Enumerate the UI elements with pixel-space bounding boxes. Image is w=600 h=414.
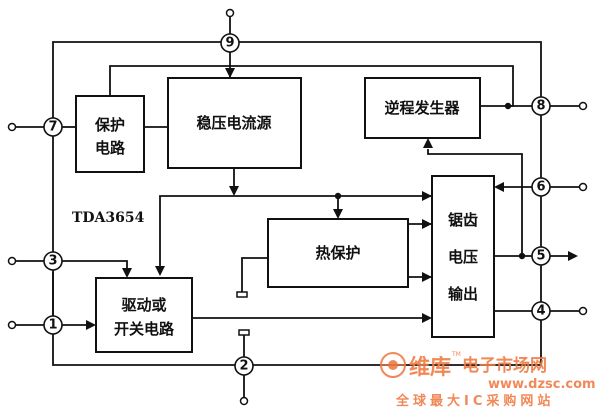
arrow-thermal-b	[422, 272, 432, 282]
pin3-terminal	[7, 256, 17, 266]
watermark-tm: TM	[451, 351, 461, 358]
sawtooth-box	[431, 175, 495, 338]
arrow-into-driver-bus	[155, 266, 165, 276]
thermal-label: 热保护	[315, 244, 360, 262]
pin1-terminal	[7, 320, 17, 330]
junctions	[334, 102, 526, 260]
pin9-number: 9	[225, 36, 234, 51]
arrow-into-thermal	[333, 209, 343, 219]
thermal-ground	[241, 257, 268, 292]
pin2-top-terminal	[238, 329, 250, 336]
pin6-circle	[531, 177, 551, 197]
driver-label-line2: 开关电路	[114, 320, 175, 338]
pin8-terminal	[578, 101, 588, 111]
flyback-box	[364, 77, 481, 139]
pin7-terminal	[7, 122, 17, 132]
pin3-circle	[43, 251, 63, 271]
pin2-terminal	[239, 396, 249, 406]
driver-box	[95, 277, 193, 353]
regulator-label: 稳压电流源	[196, 114, 271, 132]
arrow-pin5-out	[568, 251, 578, 261]
pin5-circle	[531, 246, 551, 266]
pin4-terminal	[578, 306, 588, 316]
pin6-terminal	[578, 182, 588, 192]
watermark-url: www.dzsc.com	[488, 377, 596, 392]
pin2-number: 2	[239, 359, 248, 374]
pin3-to-driver	[62, 260, 128, 270]
arrow-into-regulator	[225, 68, 235, 78]
protection-box	[75, 95, 145, 173]
sawtooth-block: 锯齿 电压 输出	[431, 175, 495, 338]
flyback-label: 逆程发生器	[384, 99, 460, 117]
arrow-regulator-down	[229, 186, 239, 196]
arrow-into-sawtooth-bus	[422, 191, 432, 201]
arrow-into-flyback	[423, 138, 433, 148]
watermark-brand: 维库	[409, 355, 451, 379]
arrow-thermal-a	[422, 219, 432, 229]
protection-label-line1: 保护	[94, 116, 125, 134]
arrow-pin6-sawtooth	[494, 182, 504, 192]
pin8-circle	[531, 96, 551, 116]
pin1-circle	[43, 315, 63, 335]
watermark: 维库 TM 电子市场网 www.dzsc.com 全球最大IC采购网站	[380, 351, 596, 409]
pin1-number: 1	[48, 318, 57, 333]
junction-bias-bus	[334, 192, 342, 200]
thermal-block: 热保护	[267, 218, 409, 288]
arrow-pin3-driver	[122, 268, 132, 278]
pin8-number: 8	[536, 99, 545, 114]
arrowheads	[86, 68, 578, 330]
frame-top-wire	[52, 41, 542, 127]
pin4-circle	[531, 301, 551, 321]
driver-label-line1: 驱动或	[121, 296, 166, 314]
sawtooth-label-line3: 输出	[448, 285, 478, 303]
sawtooth-label-line1: 锯齿	[448, 211, 478, 229]
bias-bus	[159, 195, 432, 272]
sawtooth-label-line2: 电压	[448, 248, 478, 266]
flyback-block: 逆程发生器	[364, 77, 481, 139]
chip-label: TDA3654	[72, 210, 145, 226]
watermark-logo-icon	[380, 352, 406, 378]
watermark-slogan: 电子市场网	[462, 355, 547, 376]
regulator-box	[167, 77, 302, 169]
protection-label-line2: 电路	[95, 139, 126, 157]
junction-rail-flyback	[504, 102, 512, 110]
arrow-pin1-driver	[86, 320, 96, 330]
pin7-circle	[43, 117, 63, 137]
pin4-number: 4	[536, 304, 545, 319]
pin3-number: 3	[48, 254, 57, 269]
driver-block: 驱动或 开关电路	[95, 277, 193, 353]
pin7-number: 7	[48, 120, 57, 135]
pin2-circle	[234, 356, 254, 376]
junction-sawtooth-out	[518, 252, 526, 260]
pins: 9 7 3 1 2 8 6 5 4	[43, 33, 551, 376]
arrow-driver-sawtooth	[422, 313, 432, 323]
pin5-number: 5	[536, 249, 545, 264]
protection-block: 保护 电路	[75, 95, 145, 173]
regulator-block: 稳压电流源	[167, 77, 302, 169]
thermal-ground-terminal	[236, 291, 248, 298]
watermark-subtitle: 全球最大IC采购网站	[395, 393, 554, 409]
sawtooth-to-flyback	[427, 149, 523, 256]
thermal-box	[267, 218, 409, 288]
pin6-number: 6	[536, 180, 545, 195]
external-terminals	[7, 8, 588, 406]
pin9-terminal	[225, 8, 235, 18]
pin9-circle	[220, 33, 240, 53]
